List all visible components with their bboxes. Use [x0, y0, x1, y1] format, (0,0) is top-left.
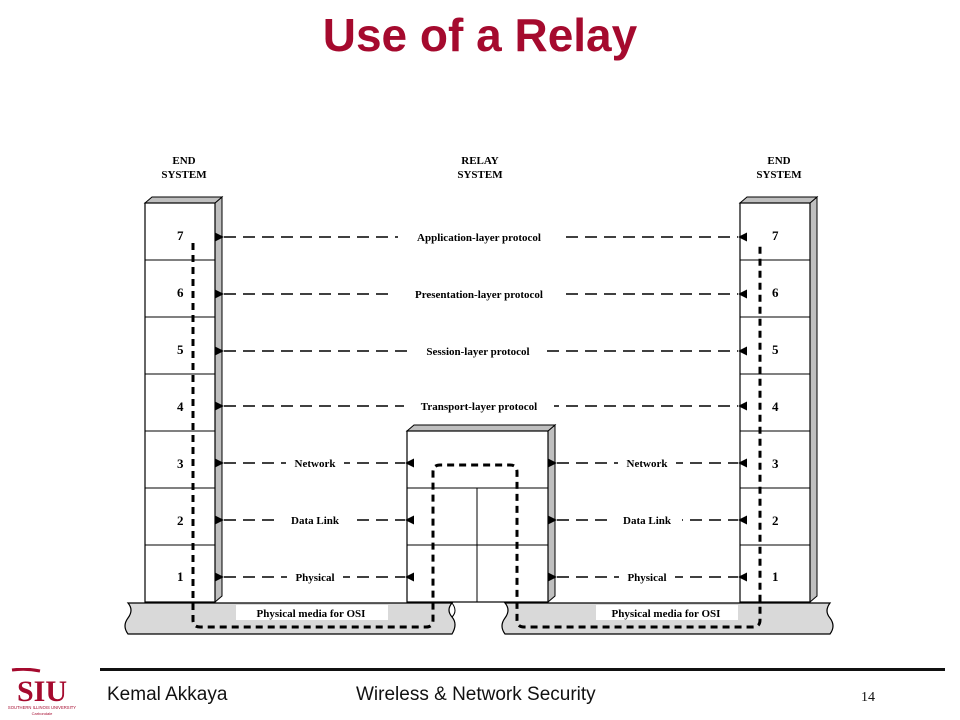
right-end-system-stack [738, 195, 819, 604]
left-media-label: Physical media for OSI [257, 608, 366, 620]
relay-system-label-line2: SYSTEM [457, 169, 503, 181]
left-layer-7: 7 [177, 228, 184, 243]
session-protocol-label: Session-layer protocol [426, 346, 529, 358]
left-layer-1: 1 [177, 569, 184, 584]
right-network-label: Network [627, 458, 669, 470]
logo-subtext: SOUTHERN ILLINOIS UNIVERSITY [8, 705, 76, 710]
right-layer-2: 2 [772, 513, 779, 528]
left-datalink-label: Data Link [291, 515, 340, 527]
slide-title: Use of a Relay [322, 9, 638, 61]
right-layer-4: 4 [772, 399, 779, 414]
right-layer-7: 7 [772, 228, 779, 243]
relay-diagram: END SYSTEM RELAY SYSTEM END SYSTEM Physi… [124, 155, 834, 635]
application-protocol-label: Application-layer protocol [417, 232, 541, 244]
relay-system-stack [405, 423, 557, 604]
footer-page-number: 14 [861, 690, 875, 705]
transport-protocol-label: Transport-layer protocol [421, 401, 537, 413]
left-layer-2: 2 [177, 513, 184, 528]
left-layer-4: 4 [177, 399, 184, 414]
footer-author: Kemal Akkaya [107, 684, 228, 705]
logo-text: SIU [17, 675, 67, 708]
presentation-protocol-label: Presentation-layer protocol [415, 289, 543, 301]
right-physical-label: Physical [627, 572, 666, 584]
left-network-label: Network [295, 458, 337, 470]
data-path [191, 243, 762, 629]
relay-system-label-line1: RELAY [461, 155, 499, 167]
footer-divider [100, 668, 945, 671]
siu-logo: SIU SOUTHERN ILLINOIS UNIVERSITY Carbond… [6, 668, 78, 718]
left-layer-6: 6 [177, 285, 184, 300]
left-physical-label: Physical [295, 572, 334, 584]
right-datalink-label: Data Link [623, 515, 672, 527]
left-layer-5: 5 [177, 342, 184, 357]
right-end-system-label-line2: SYSTEM [756, 169, 802, 181]
right-layer-1: 1 [772, 569, 779, 584]
left-layer-3: 3 [177, 456, 184, 471]
right-layer-3: 3 [772, 456, 779, 471]
footer-course-title: Wireless & Network Security [356, 684, 596, 705]
left-end-system-label-line2: SYSTEM [161, 169, 207, 181]
right-layer-5: 5 [772, 342, 779, 357]
right-layer-6: 6 [772, 285, 779, 300]
right-end-system-label-line1: END [767, 155, 790, 167]
right-media-label: Physical media for OSI [612, 608, 721, 620]
logo-subtext2: Carbondale [32, 711, 53, 716]
left-end-system-label-line1: END [172, 155, 195, 167]
left-end-system-stack [143, 195, 224, 604]
